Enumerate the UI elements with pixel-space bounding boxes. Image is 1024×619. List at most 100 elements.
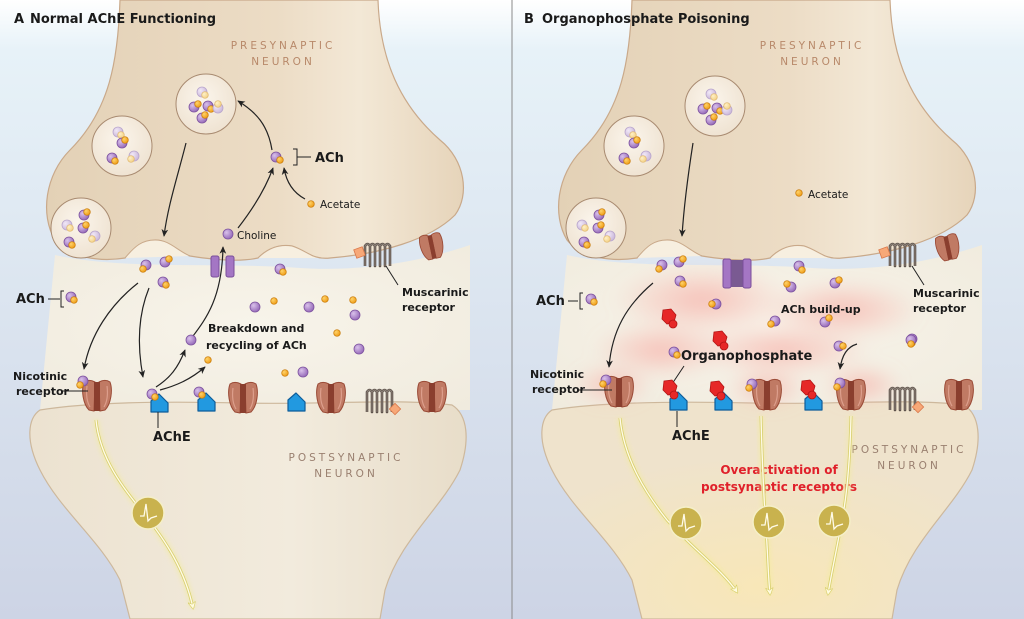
ach-molecule	[78, 208, 91, 221]
nicotinic-label: Nicotinic	[530, 368, 584, 381]
ach-molecule	[585, 293, 598, 306]
acetate-molecule	[76, 381, 84, 389]
organophosphate-molecule	[662, 379, 679, 400]
acetate-molecule	[783, 280, 791, 288]
ache-to-choline-arrow	[155, 349, 186, 388]
muscarinic-label: Muscarinic	[913, 287, 980, 300]
ach-molecule	[721, 102, 733, 116]
ach-molecule	[599, 374, 612, 388]
panel-title: Normal AChE Functioning	[30, 12, 216, 27]
ach-molecule	[655, 259, 668, 273]
acetate-molecule	[307, 200, 315, 208]
receptor-pore	[328, 384, 334, 413]
synaptic-vesicle	[684, 75, 746, 137]
acetate-molecule	[162, 281, 170, 289]
ach-molecule	[793, 260, 806, 274]
ach-molecule	[76, 375, 89, 389]
release-to-ache-arrow	[138, 287, 150, 378]
breakdown-label: Breakdown and	[208, 322, 304, 335]
postsynaptic-label: POSTSYNAPTIC	[289, 452, 404, 464]
muscarinic-label: receptor	[913, 302, 967, 315]
receptor-pore	[427, 234, 437, 260]
receptor-pore	[616, 378, 622, 407]
acetate-molecule	[281, 369, 289, 377]
g-protein	[353, 246, 366, 259]
postsynaptic-label: NEURON	[877, 460, 941, 472]
ach-molecule	[767, 315, 781, 328]
panel-letter: A	[14, 12, 24, 27]
op-lobe	[668, 319, 678, 329]
exocytosis-pocket	[636, 239, 703, 259]
acetate-molecule	[679, 280, 687, 288]
ach-molecule	[783, 280, 797, 293]
acetate-molecule	[603, 235, 611, 243]
choline-molecule	[349, 309, 361, 321]
acetate-molecule	[127, 155, 135, 163]
exocytosis-pocket	[124, 239, 191, 259]
acetate-molecule	[139, 265, 147, 273]
acetate-molecule	[798, 266, 806, 274]
organophosphate-molecule	[800, 379, 817, 400]
acetate-molecule	[623, 157, 631, 165]
ach-molecule	[819, 314, 833, 328]
ap-circle	[817, 504, 851, 538]
acetate-molecule	[590, 298, 598, 306]
acetate-molecule	[165, 255, 173, 263]
acetate-molecule	[204, 356, 212, 364]
synaptic-vesicle	[50, 197, 112, 259]
acetate-label: Acetate	[320, 199, 360, 211]
ach-to-nicotinic-arrow	[837, 343, 858, 370]
receptor-pore	[240, 384, 246, 413]
ach-molecule	[193, 386, 206, 399]
action-potential-icon	[131, 496, 165, 530]
acetate-molecule	[745, 384, 753, 392]
ach-molecule	[116, 136, 129, 149]
choline-molecule	[297, 366, 309, 378]
ap-circle	[131, 496, 165, 530]
action-potential-icon	[669, 506, 703, 540]
acetate-molecule	[673, 351, 681, 359]
op-lobe	[807, 390, 817, 400]
muscarinic-receptor	[888, 386, 925, 414]
muscarinic-label: Muscarinic	[402, 286, 469, 299]
receptor-highlight	[857, 384, 862, 407]
ach-molecule	[603, 230, 616, 243]
organophosphate-label: Organophosphate	[681, 349, 813, 364]
transporter-subunit	[210, 255, 220, 278]
ach-molecule	[77, 221, 90, 234]
ach-molecule	[157, 276, 170, 289]
postsynaptic-label: POSTSYNAPTIC	[852, 444, 967, 456]
organophosphate-molecule	[712, 330, 729, 351]
ap-waveform	[140, 503, 158, 523]
receptor-highlight	[249, 387, 254, 410]
receptor-highlight	[320, 387, 325, 410]
muscarinic-leader	[911, 265, 925, 286]
ach-molecule	[106, 152, 119, 165]
ach-molecule	[833, 377, 846, 391]
ach-molecule	[673, 255, 687, 268]
ach-molecule	[63, 236, 76, 249]
ach-molecule	[705, 88, 718, 101]
acetate-molecule	[597, 221, 605, 229]
acetate-molecule	[151, 393, 159, 401]
receptor-pore	[764, 381, 770, 410]
ach-molecule	[274, 263, 287, 276]
ap-waveform	[826, 511, 844, 531]
receptor-highlight	[625, 381, 630, 404]
nicotinic-label: receptor	[532, 383, 586, 396]
choline-molecule	[185, 334, 197, 346]
ach-molecule	[139, 259, 152, 273]
acetate-molecule	[88, 235, 96, 243]
acetate-molecule	[201, 111, 209, 119]
glow-region	[592, 322, 732, 378]
ach-legend-label: ACh	[536, 294, 565, 309]
acetate-molecule	[795, 189, 803, 197]
ach-molecule	[146, 388, 159, 401]
presynaptic-neuron	[45, 0, 464, 261]
acetate-molecule	[679, 255, 687, 263]
overactivation-label: Overactivation of	[720, 463, 838, 477]
op-lobe	[716, 391, 726, 401]
acetate-molecule	[83, 208, 91, 216]
